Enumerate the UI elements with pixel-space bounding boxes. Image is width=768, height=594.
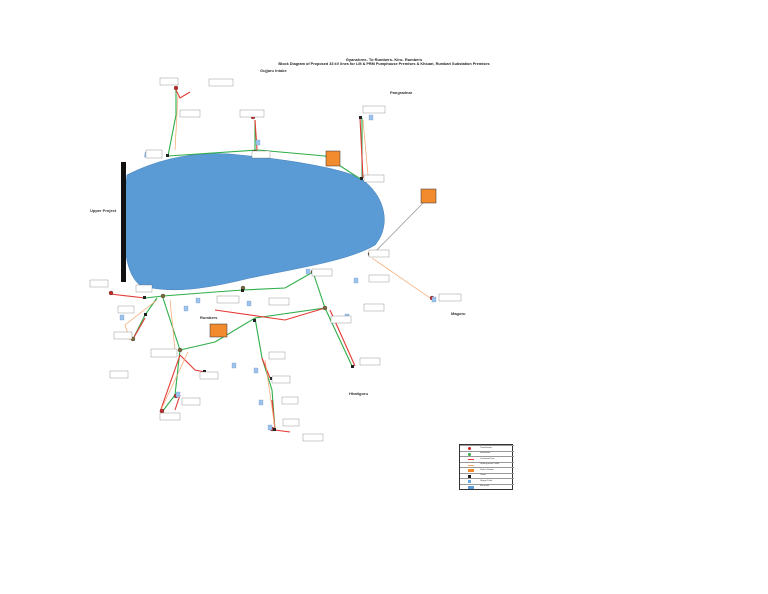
reservoir-icon: [468, 485, 474, 489]
cable-line-icon: [468, 464, 474, 466]
dam-wall: [121, 162, 126, 282]
legend-item-label: Substation: [480, 452, 491, 455]
region-label-top: Gujjaru Intake: [260, 68, 287, 73]
legend-item: Gauge Point: [460, 478, 514, 483]
legend-item-label: Reservoir: [480, 485, 490, 488]
gauge-points: [119, 114, 437, 431]
tower-icon: [468, 474, 471, 478]
legend-item: Transformer: [460, 445, 514, 450]
red-overhead-lines: [109, 89, 364, 433]
legend-item-label: Underground Cable: [480, 463, 500, 466]
legend-item: Reservoir: [460, 483, 514, 489]
region-label-top-right: Pangradnar: [390, 90, 413, 95]
region-label-bottom: Hhatigoru: [349, 391, 368, 396]
region-label-right: Magoru: [451, 311, 466, 316]
transformer-icon: [468, 447, 471, 450]
tower-nodes: [143, 116, 363, 431]
switch-station-right: [420, 188, 437, 204]
overhead-line-icon: [468, 459, 474, 460]
legend-item: Tower: [460, 472, 514, 478]
reservoir: [123, 153, 385, 291]
legend-item: Overhead Line: [460, 456, 514, 461]
region-label-left: Upper Project: [90, 208, 117, 213]
region-label-middle: Rumbers: [200, 315, 218, 320]
legend-item: Switch Station: [460, 467, 514, 472]
legend-item-label: Tower: [480, 474, 486, 477]
legend-item: Underground Cable: [460, 461, 514, 467]
gauge-point-icon: [468, 480, 471, 483]
diagram-subtitle: Block Diagram of Proposed 33 kV lines fo…: [278, 62, 490, 66]
legend-item-label: Transformer: [480, 446, 492, 449]
substation-icon: [468, 452, 471, 456]
switch-stations: [209, 150, 437, 338]
callout-label-boxes: [89, 77, 462, 442]
grey-connector-line: [371, 197, 429, 256]
legend: Transformer Substation Overhead Line Und…: [459, 444, 514, 490]
switch-station-top: [325, 150, 341, 167]
legend-item-label: Overhead Line: [480, 457, 495, 460]
legend-item: Substation: [460, 450, 514, 456]
diagram-title: Gyanshree- To Rumbers- Kiro- Rumbers: [345, 57, 423, 62]
switch-station-middle: [209, 323, 228, 338]
legend-item-label: Switch Station: [480, 468, 494, 471]
legend-item-label: Gauge Point: [480, 479, 493, 482]
switch-station-icon: [468, 469, 474, 472]
